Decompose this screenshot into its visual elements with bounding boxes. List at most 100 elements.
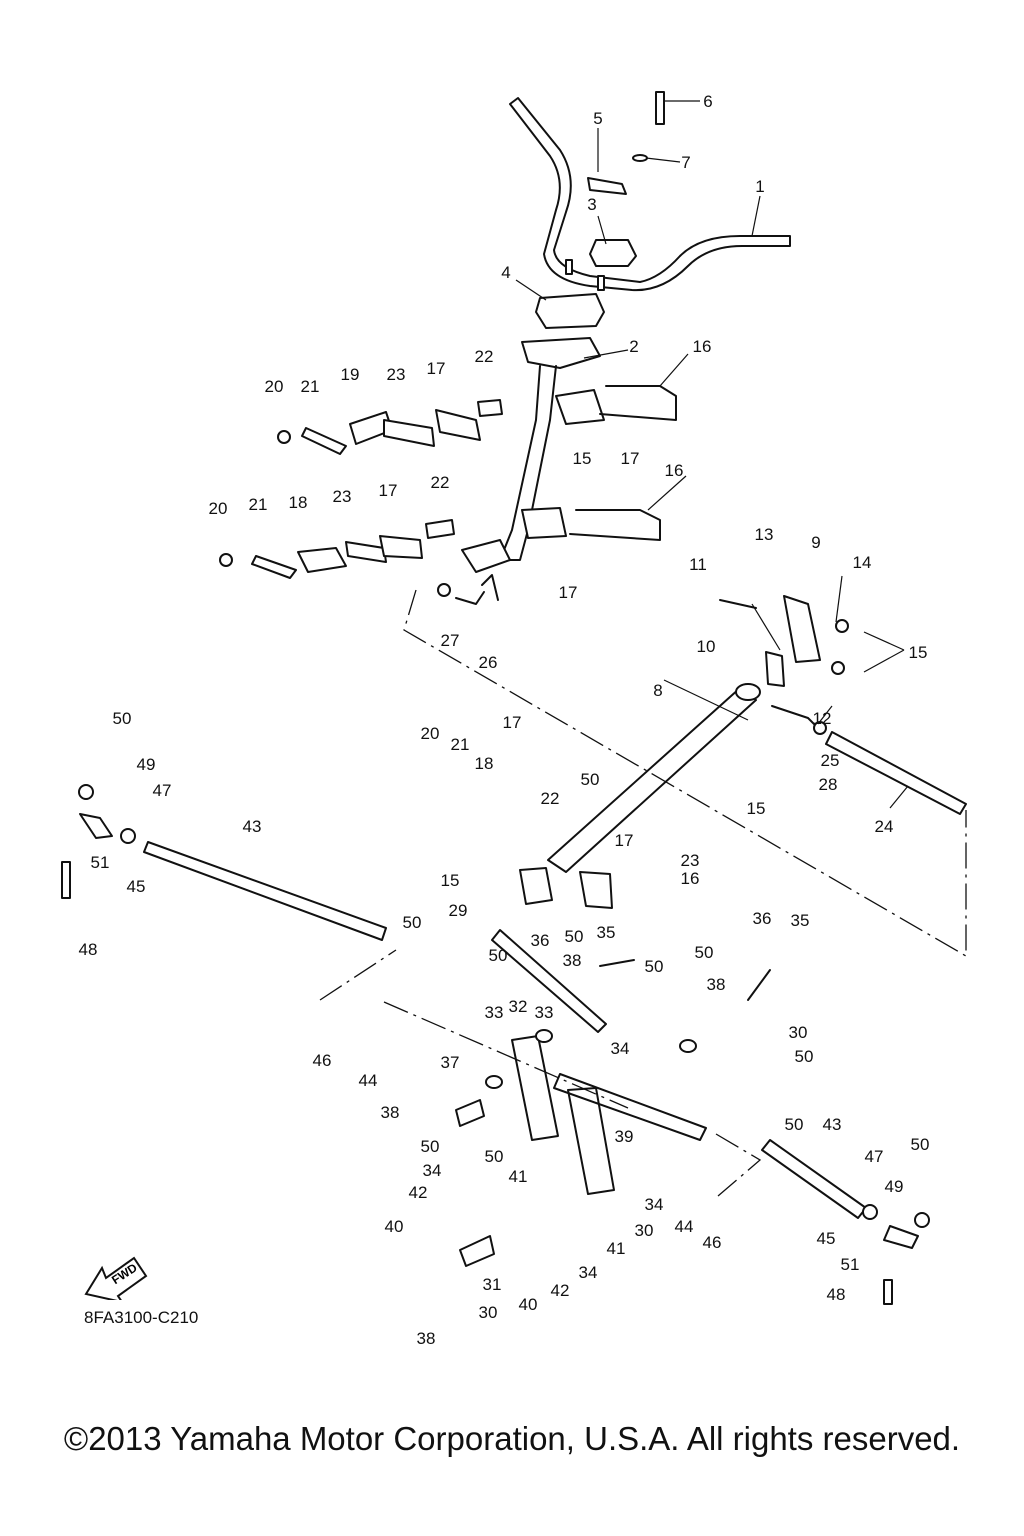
- callout-16: 16: [693, 337, 712, 356]
- callout-49: 49: [137, 755, 156, 774]
- callout-43: 43: [243, 817, 262, 836]
- callout-31: 31: [483, 1275, 502, 1294]
- lower-link-assembly: [455, 867, 771, 1267]
- steering-column: [461, 337, 601, 601]
- handlebar: [509, 97, 791, 292]
- callout-19: 19: [341, 365, 360, 384]
- callout-34: 34: [423, 1161, 442, 1180]
- callout-17: 17: [615, 831, 634, 850]
- diagram-code: 8FA3100-C210: [84, 1308, 199, 1327]
- callout-27: 27: [441, 631, 460, 650]
- callout-51: 51: [91, 853, 110, 872]
- callout-24: 24: [875, 817, 894, 836]
- callout-22: 22: [475, 347, 494, 366]
- callout-20: 20: [265, 377, 284, 396]
- callout-3: 3: [587, 195, 596, 214]
- callout-10: 10: [697, 637, 716, 656]
- reference-lines: [319, 589, 967, 1197]
- callout-46: 46: [703, 1233, 722, 1252]
- callout-46: 46: [313, 1051, 332, 1070]
- handlebar-clamps: [535, 91, 665, 329]
- callout-12: 12: [813, 709, 832, 728]
- callout-30: 30: [789, 1023, 808, 1042]
- callout-21: 21: [451, 735, 470, 754]
- callout-17: 17: [427, 359, 446, 378]
- callout-32: 32: [509, 997, 528, 1016]
- callout-18: 18: [475, 754, 494, 773]
- callout-38: 38: [707, 975, 726, 994]
- callout-36: 36: [753, 909, 772, 928]
- callout-33: 33: [535, 1003, 554, 1022]
- callout-17: 17: [559, 583, 578, 602]
- callout-22: 22: [431, 473, 450, 492]
- callout-28: 28: [819, 775, 838, 794]
- callout-29: 29: [449, 901, 468, 920]
- copyright-notice: ©2013 Yamaha Motor Corporation, U.S.A. A…: [63, 1420, 961, 1457]
- callout-48: 48: [827, 1285, 846, 1304]
- callout-50: 50: [403, 913, 422, 932]
- callout-39: 39: [615, 1127, 634, 1146]
- callout-21: 21: [301, 377, 320, 396]
- callout-20: 20: [209, 499, 228, 518]
- callout-50: 50: [795, 1047, 814, 1066]
- callout-30: 30: [635, 1221, 654, 1240]
- callout-15: 15: [747, 799, 766, 818]
- fwd-arrow-icon: FWD: [84, 1256, 148, 1300]
- callout-18: 18: [289, 493, 308, 512]
- right-tie-rod: [761, 1139, 930, 1305]
- callout-16: 16: [665, 461, 684, 480]
- callout-16: 16: [681, 869, 700, 888]
- callout-34: 34: [579, 1263, 598, 1282]
- callout-25: 25: [821, 751, 840, 770]
- callout-37: 37: [441, 1053, 460, 1072]
- callout-50: 50: [581, 770, 600, 789]
- callout-26: 26: [479, 653, 498, 672]
- callout-50: 50: [785, 1115, 804, 1134]
- callout-50: 50: [113, 709, 132, 728]
- callout-50: 50: [489, 946, 508, 965]
- callout-33: 33: [485, 1003, 504, 1022]
- callout-15: 15: [441, 871, 460, 890]
- callout-41: 41: [607, 1239, 626, 1258]
- callout-49: 49: [885, 1177, 904, 1196]
- callout-14: 14: [853, 553, 872, 572]
- callout-38: 38: [563, 951, 582, 970]
- callout-labels: 1234567891011121314151515151616161717171…: [79, 92, 930, 1348]
- callout-47: 47: [865, 1147, 884, 1166]
- callout-7: 7: [681, 153, 690, 172]
- callout-50: 50: [695, 943, 714, 962]
- callout-17: 17: [503, 713, 522, 732]
- callout-35: 35: [791, 911, 810, 930]
- callout-23: 23: [333, 487, 352, 506]
- callout-1: 1: [755, 177, 764, 196]
- callout-23: 23: [681, 851, 700, 870]
- callout-50: 50: [421, 1137, 440, 1156]
- callout-34: 34: [611, 1039, 630, 1058]
- callout-6: 6: [703, 92, 712, 111]
- callout-45: 45: [127, 877, 146, 896]
- callout-50: 50: [645, 957, 664, 976]
- callout-2: 2: [629, 337, 638, 356]
- callout-35: 35: [597, 923, 616, 942]
- callout-11: 11: [689, 555, 707, 574]
- callout-34: 34: [645, 1195, 664, 1214]
- callout-17: 17: [379, 481, 398, 500]
- callout-30: 30: [479, 1303, 498, 1322]
- callout-22: 22: [541, 789, 560, 808]
- upper-link-assembly: [219, 385, 677, 605]
- callout-17: 17: [621, 449, 640, 468]
- leader-lines: [515, 100, 909, 809]
- callout-48: 48: [79, 940, 98, 959]
- callout-41: 41: [509, 1167, 528, 1186]
- callout-42: 42: [551, 1281, 570, 1300]
- callout-45: 45: [817, 1229, 836, 1248]
- callout-15: 15: [573, 449, 592, 468]
- left-tie-rod: [61, 784, 387, 941]
- callout-44: 44: [359, 1071, 378, 1090]
- callout-50: 50: [565, 927, 584, 946]
- cross-shaft: [547, 595, 967, 873]
- callout-42: 42: [409, 1183, 428, 1202]
- callout-4: 4: [501, 263, 510, 282]
- callout-5: 5: [593, 109, 602, 128]
